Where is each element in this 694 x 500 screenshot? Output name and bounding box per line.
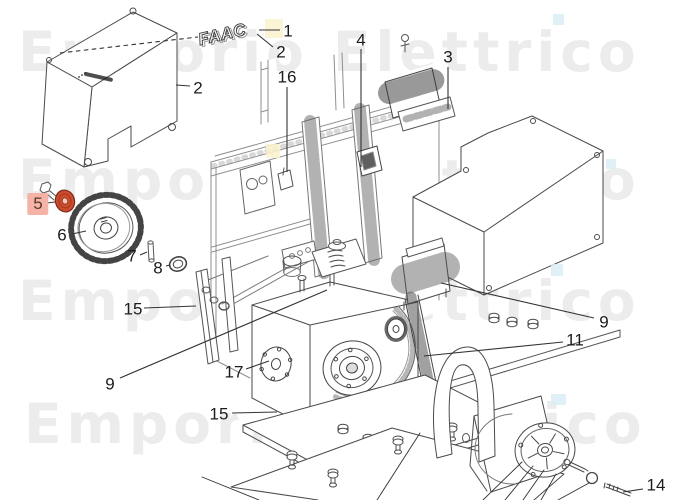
leader-line (71, 230, 87, 235)
callout-5: 5 (27, 193, 49, 215)
callout-1: 1 (283, 21, 293, 41)
callout-3: 3 (443, 47, 453, 67)
leader-line (245, 360, 270, 370)
scan-artifact (265, 19, 283, 38)
washer-part-5 (54, 189, 76, 213)
cropped-leader-lines (201, 432, 590, 500)
callout-9: 9 (599, 312, 609, 332)
pump-part-9 (311, 238, 367, 278)
wheel-flange (474, 413, 599, 485)
callout-9: 9 (105, 374, 115, 394)
leader-line (256, 33, 274, 48)
gear-part-6 (68, 191, 144, 265)
callout-17: 17 (224, 362, 244, 382)
callout-14: 14 (646, 475, 666, 495)
callout-2: 2 (276, 42, 286, 62)
cover-part-2 (41, 7, 178, 168)
scan-artifact (551, 394, 566, 405)
leader-line (440, 282, 595, 319)
callout-7: 7 (127, 246, 137, 266)
scan-artifact (266, 144, 280, 158)
callout-11: 11 (566, 330, 584, 350)
rail-part-15 (195, 256, 239, 365)
scan-artifact (606, 159, 616, 169)
pin-part-14 (603, 482, 632, 497)
leader-line (139, 251, 148, 256)
callout-15: 15 (209, 404, 229, 424)
flange-part-17 (259, 346, 293, 382)
leader-line (119, 289, 328, 379)
ring-part-8 (168, 256, 188, 272)
callout-6: 6 (57, 225, 67, 245)
rack-bar (296, 329, 621, 435)
scan-artifact (553, 14, 564, 25)
pin-part-7 (147, 240, 155, 263)
callout-16: 16 (277, 67, 297, 87)
leader-line (423, 341, 564, 357)
leader-line (59, 36, 199, 54)
leader-line (46, 201, 56, 204)
callout-15: 15 (123, 299, 143, 319)
scan-artifact (551, 264, 563, 276)
leader-line (143, 305, 197, 309)
leader-line (231, 411, 278, 414)
bearing-flange (322, 340, 382, 396)
callout-8: 8 (153, 258, 163, 278)
leader-line (165, 264, 171, 267)
callout-4: 4 (356, 30, 366, 50)
heatsink-part-9 (391, 237, 460, 311)
leader-line (622, 488, 644, 493)
callout-2: 2 (193, 78, 203, 98)
leader-line (175, 84, 191, 87)
control-board-area (239, 67, 456, 280)
